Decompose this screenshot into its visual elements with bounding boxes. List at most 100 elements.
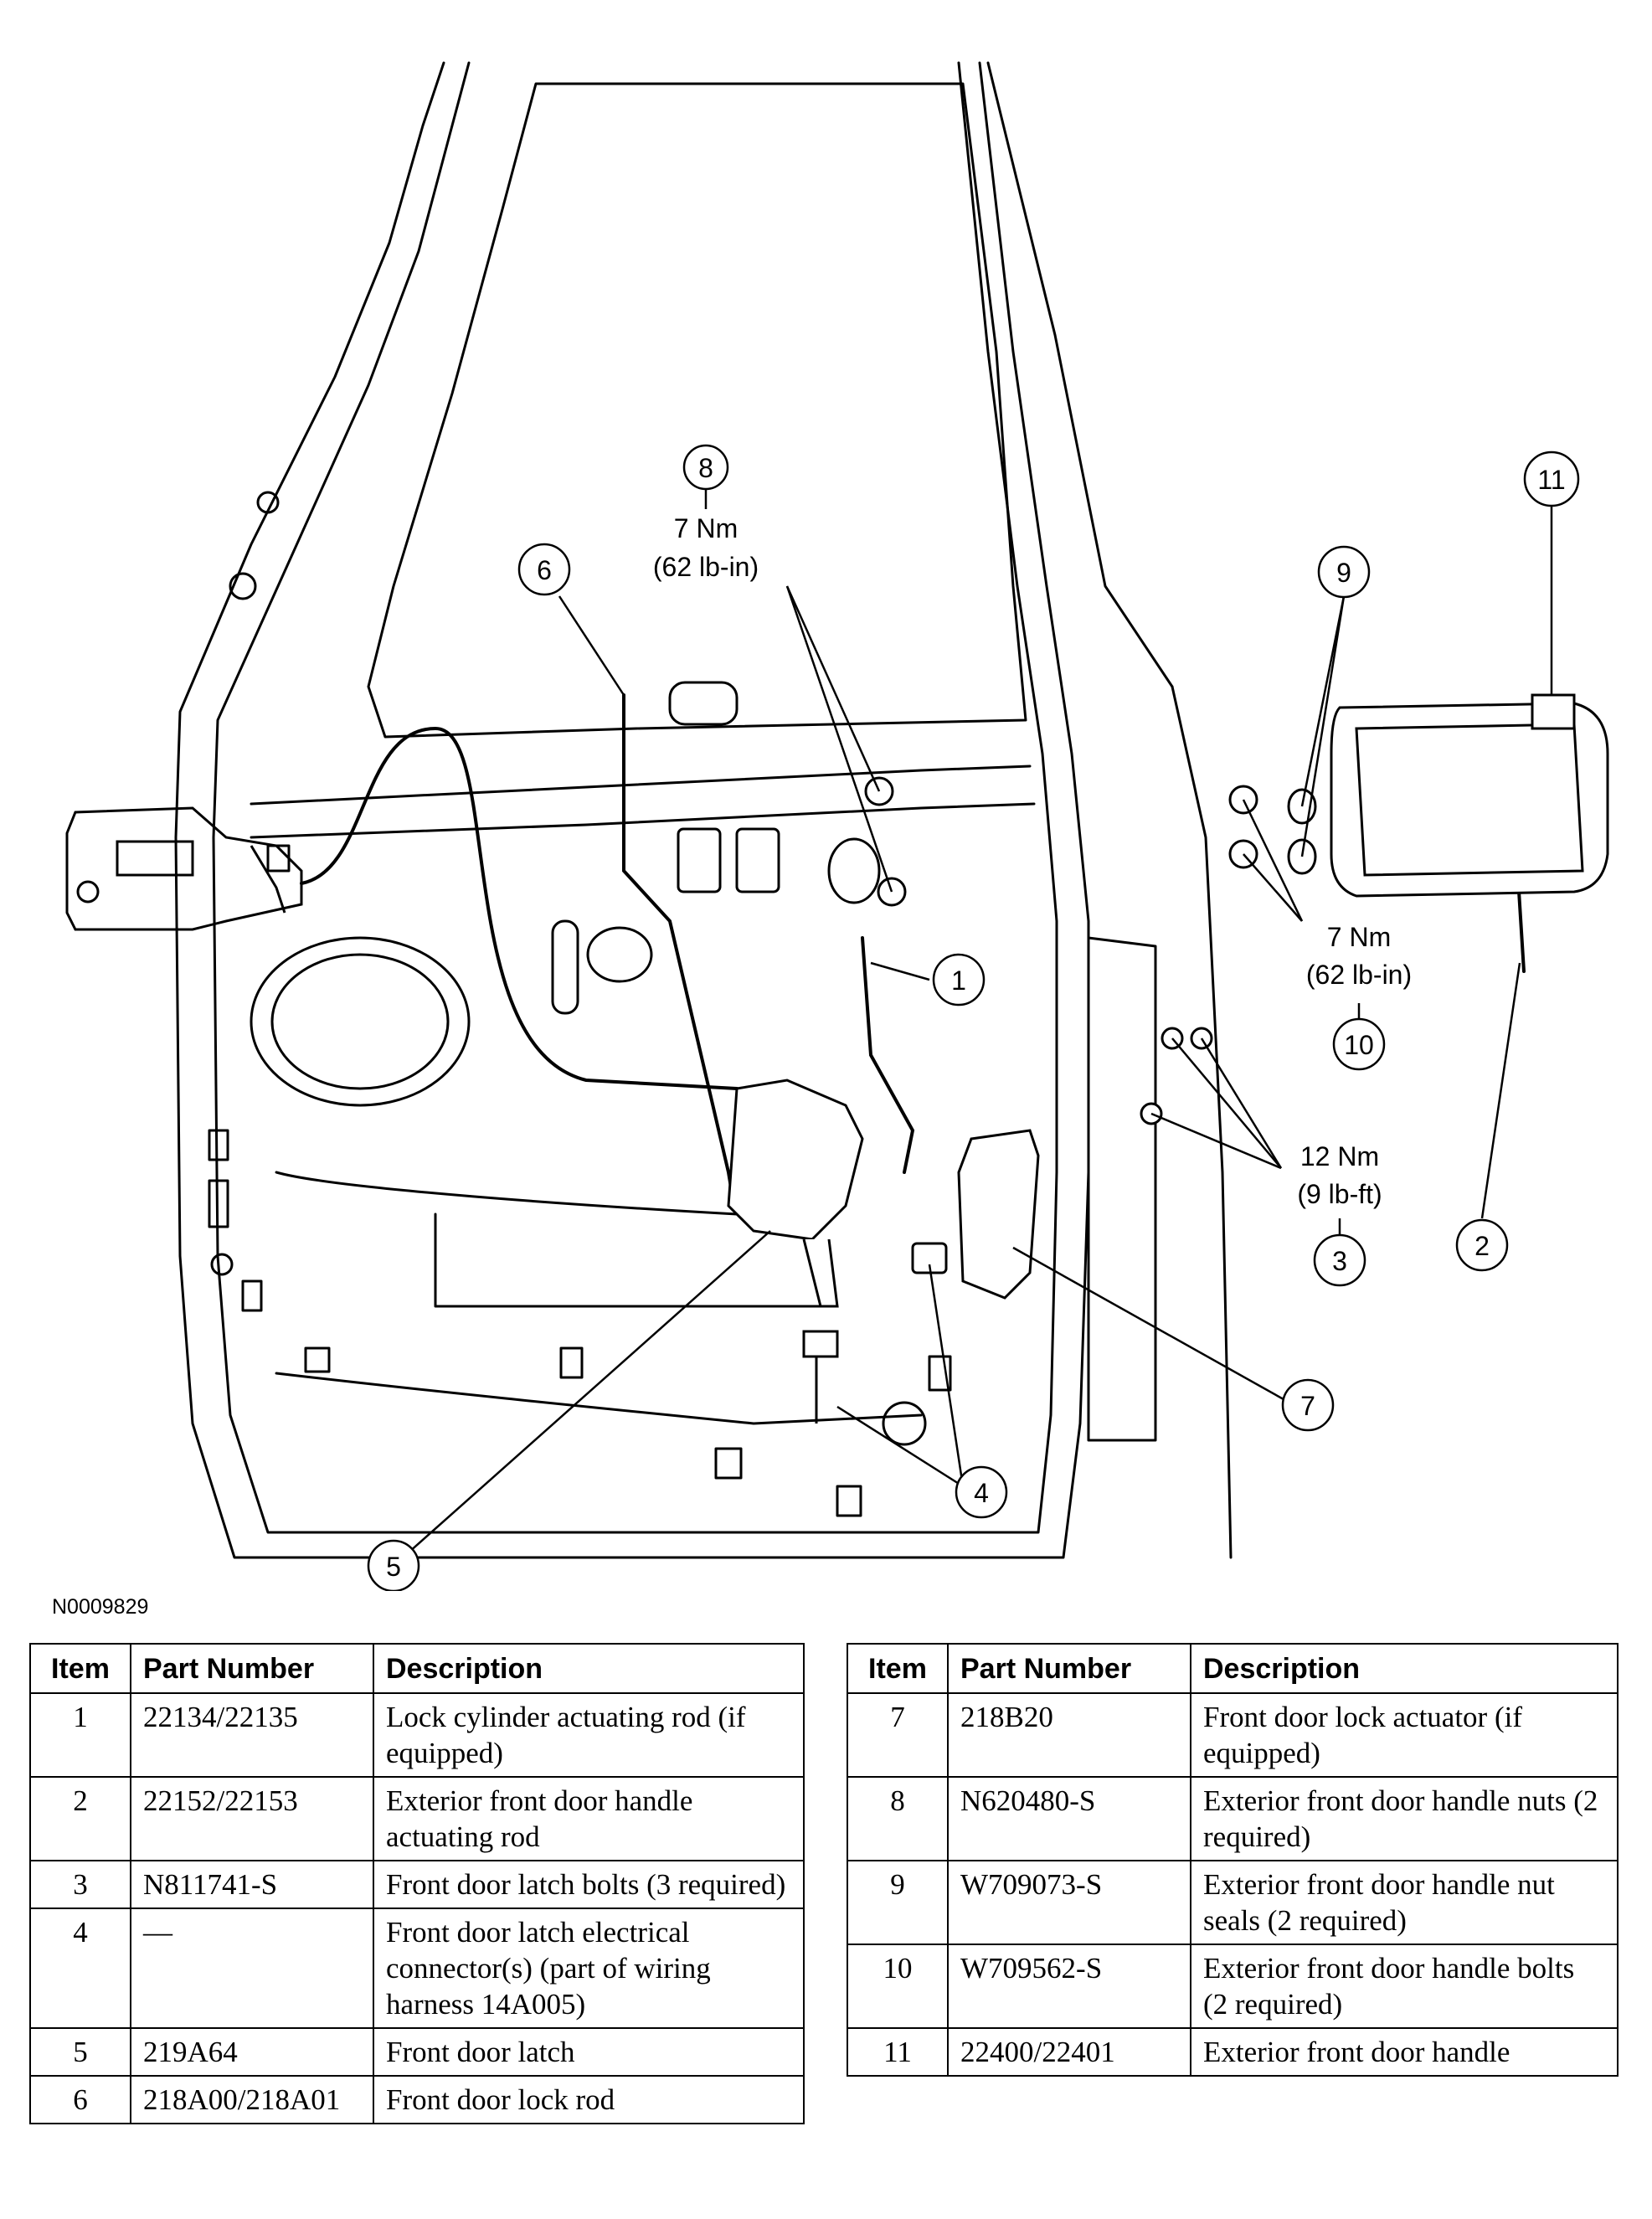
hinge-pillar: [1087, 936, 1157, 1442]
front-door-latch: [727, 1079, 864, 1424]
callout-1: 1: [951, 965, 966, 996]
panel-hole: [208, 1129, 229, 1161]
part-number-cell: 218B20: [947, 1692, 1191, 1778]
table-row: 6 218A00/218A01 Front door lock rod: [29, 2075, 805, 2124]
panel-hole: [559, 1346, 584, 1379]
table-row: 7 218B20 Front door lock actuator (if eq…: [847, 1692, 1619, 1778]
callout-4: 4: [974, 1478, 989, 1508]
panel-hole: [836, 1485, 862, 1517]
description-cell: Exterior front door handle nuts (2 requi…: [1190, 1776, 1619, 1861]
callout-8: 8: [698, 453, 713, 483]
panel-contour: [434, 1212, 839, 1308]
item-cell: 6: [29, 2075, 131, 2124]
callout-2: 2: [1474, 1231, 1490, 1261]
torque-latch-ft: (9 lb-ft): [1297, 1179, 1382, 1209]
part-number-cell: 22134/22135: [130, 1692, 374, 1778]
lock-cylinder-actuating-rod: [861, 936, 915, 1174]
description-cell: Front door lock actuator (if equipped): [1190, 1692, 1619, 1778]
leader-9: [1300, 595, 1346, 807]
door-frame-inner-outline: [212, 61, 1058, 1534]
header-description: Description: [373, 1643, 805, 1694]
callout-10: 10: [1344, 1030, 1374, 1060]
part-number-cell: W709073-S: [947, 1860, 1191, 1945]
torque-latch-nm: 12 Nm: [1300, 1141, 1379, 1171]
part-number-cell: —: [130, 1908, 374, 2029]
leader-3: [1200, 1037, 1283, 1169]
panel-contour: [275, 1171, 739, 1216]
leader-3: [1171, 1037, 1282, 1169]
parts-table-right: Item Part Number Description 7 218B20 Fr…: [847, 1643, 1619, 2077]
table-row: 10 W709562-S Exterior front door handle …: [847, 1944, 1619, 2029]
leader-6: [558, 595, 625, 696]
table-row: 9 W709073-S Exterior front door handle n…: [847, 1860, 1619, 1945]
item-cell: 4: [29, 1908, 131, 2029]
leader-7: [1012, 1246, 1290, 1404]
panel-hole: [714, 1447, 743, 1480]
header-item: Item: [29, 1643, 131, 1694]
belt-line: [250, 765, 1032, 806]
part-number-cell: 22152/22153: [130, 1776, 374, 1861]
leader-10: [1243, 853, 1303, 922]
callout-11: 11: [1537, 465, 1565, 495]
hinge-pillar-edge: [986, 61, 1174, 688]
table-header-row: Item Part Number Description: [29, 1643, 805, 1694]
item-cell: 2: [29, 1776, 131, 1861]
panel-hole: [735, 827, 780, 893]
table-row: 1 22134/22135 Lock cylinder actuating ro…: [29, 1692, 805, 1778]
callout-circle-6: [517, 543, 571, 596]
table-row: 3 N811741-S Front door latch bolts (3 re…: [29, 1860, 805, 1909]
description-cell: Exterior front door handle bolts (2 requ…: [1190, 1944, 1619, 2029]
panel-hole: [210, 1253, 234, 1276]
panel-hole: [256, 491, 280, 514]
leader-8: [785, 585, 881, 792]
panel-hole: [241, 1279, 263, 1312]
part-number-cell: N811741-S: [130, 1860, 374, 1909]
description-cell: Exterior front door handle: [1190, 2027, 1619, 2077]
item-cell: 11: [847, 2027, 949, 2077]
part-number-cell: N620480-S: [947, 1776, 1191, 1861]
header-description: Description: [1190, 1643, 1619, 1694]
leader-4: [928, 1264, 965, 1487]
part-number-cell: 22400/22401: [947, 2027, 1191, 2077]
table-row: 4 — Front door latch electrical connecto…: [29, 1908, 805, 2029]
panel-hole: [668, 681, 739, 726]
item-cell: 5: [29, 2027, 131, 2077]
table-header-row: Item Part Number Description: [847, 1643, 1619, 1694]
leader-1: [870, 961, 930, 981]
description-cell: Front door latch bolts (3 required): [373, 1860, 805, 1909]
table-row: 11 22400/22401 Exterior front door handl…: [847, 2027, 1619, 2077]
panel-hole: [827, 837, 881, 904]
leader-10: [1242, 799, 1304, 922]
panel-hole: [586, 926, 653, 983]
front-door-lock-rod: [622, 693, 734, 1199]
panel-hole: [229, 572, 257, 600]
item-cell: 3: [29, 1860, 131, 1909]
callout-3: 3: [1332, 1246, 1347, 1276]
part-number-cell: 218A00/218A01: [130, 2075, 374, 2124]
header-part-number: Part Number: [947, 1643, 1191, 1694]
handle-nut-seal: [1287, 788, 1317, 825]
callout-circle-7: [1281, 1378, 1335, 1432]
description-cell: Front door latch electrical connector(s)…: [373, 1908, 805, 2029]
callout-circle-5: [367, 1539, 420, 1591]
leader-3: [1150, 1112, 1282, 1170]
callout-6: 6: [537, 555, 552, 585]
description-cell: Exterior front door handle actuating rod: [373, 1776, 805, 1861]
torque-bolts-in: (62 lb-in): [1306, 960, 1412, 990]
description-cell: Lock cylinder actuating rod (if equipped…: [373, 1692, 805, 1778]
figure-id: N0009829: [52, 1595, 149, 1619]
description-cell: Exterior front door handle nut seals (2 …: [1190, 1860, 1619, 1945]
handle-bezel-left: [65, 806, 303, 931]
leader-5: [393, 1230, 771, 1567]
callout-5: 5: [386, 1552, 401, 1582]
item-cell: 7: [847, 1692, 949, 1778]
handle-nut-seal: [1287, 838, 1317, 875]
parts-table-left: Item Part Number Description 1 22134/221…: [29, 1643, 805, 2124]
part-number-cell: W709562-S: [947, 1944, 1191, 2029]
leader-4: [836, 1405, 964, 1488]
belt-line-lower: [250, 802, 1036, 839]
leader-8: [785, 585, 893, 893]
callout-9: 9: [1336, 558, 1351, 588]
part-number-cell: 219A64: [130, 2027, 374, 2077]
item-cell: 1: [29, 1692, 131, 1778]
